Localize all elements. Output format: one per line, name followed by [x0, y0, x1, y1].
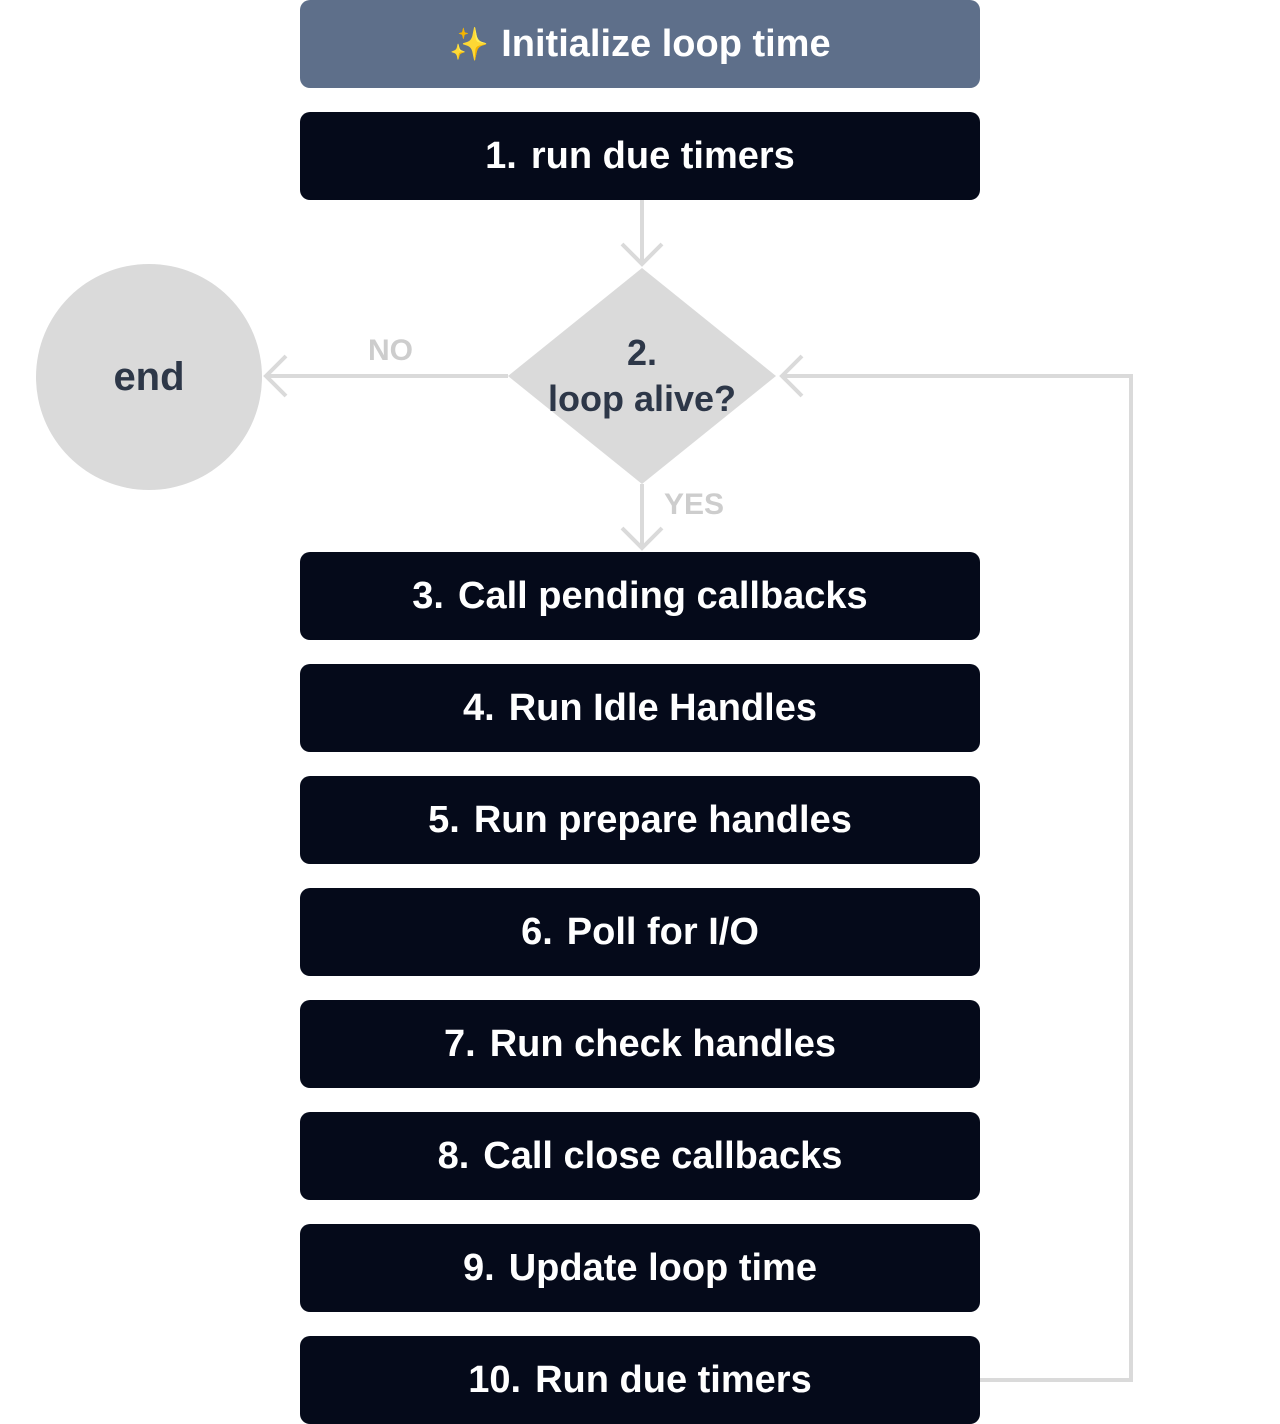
branch-label-no: NO [368, 334, 413, 367]
branch-label-yes: YES [664, 488, 725, 521]
init-label: Initialize loop time [501, 22, 831, 65]
arrowhead-into-decision [620, 242, 664, 267]
step-3-number: 3. [412, 574, 444, 617]
step-10-box: 10. Run due timers [300, 1336, 980, 1424]
arrowhead-loop-into-decision [779, 354, 804, 398]
decision-diamond [508, 268, 776, 484]
decision-label: loop alive? [547, 378, 737, 419]
step-6-label: Poll for I/O [566, 910, 759, 953]
step-7-box: 7. Run check handles [300, 1000, 980, 1088]
step-8-number: 8. [437, 1134, 470, 1177]
step-5-box: 5. Run prepare handles [300, 776, 980, 864]
step-7-number: 7. [443, 1022, 476, 1065]
sparkles-icon: ✨ [449, 26, 490, 62]
decision-loop-alive: 2. loop alive? [508, 268, 776, 484]
step-3-label: Call pending callbacks [458, 574, 868, 617]
step-7-label: Run check handles [489, 1022, 837, 1065]
step-4-label: Run Idle Handles [508, 686, 817, 729]
step-8-label: Call close callbacks [483, 1134, 843, 1177]
arrowhead-into-step3 [620, 526, 664, 551]
step-3-box: 3. Call pending callbacks [300, 552, 980, 640]
step-5-label: Run prepare handles [473, 798, 852, 841]
step-5-number: 5. [428, 798, 460, 841]
step-4-box: 4. Run Idle Handles [300, 664, 980, 752]
step-6-box: 6. Poll for I/O [300, 888, 980, 976]
step-4-number: 4. [463, 686, 495, 729]
arrowhead-into-end [263, 354, 288, 398]
step-9-number: 9. [463, 1246, 495, 1289]
decision-number: 2. [626, 332, 658, 373]
end-node: end [36, 264, 262, 490]
step-10-number: 10. [468, 1358, 522, 1401]
step-6-number: 6. [521, 910, 553, 953]
step-9-box: 9. Update loop time [300, 1224, 980, 1312]
step-9-label: Update loop time [508, 1246, 817, 1289]
step-1-label: run due timers [530, 134, 795, 177]
step-8-box: 8. Call close callbacks [300, 1112, 980, 1200]
initialize-loop-time-box: ✨ Initialize loop time [300, 0, 980, 88]
step-1-number: 1. [485, 134, 517, 177]
step-10-label: Run due timers [535, 1358, 812, 1401]
step-1-box: 1. run due timers [300, 112, 980, 200]
end-label: end [113, 354, 185, 399]
connector-loop-back [782, 374, 1133, 1382]
